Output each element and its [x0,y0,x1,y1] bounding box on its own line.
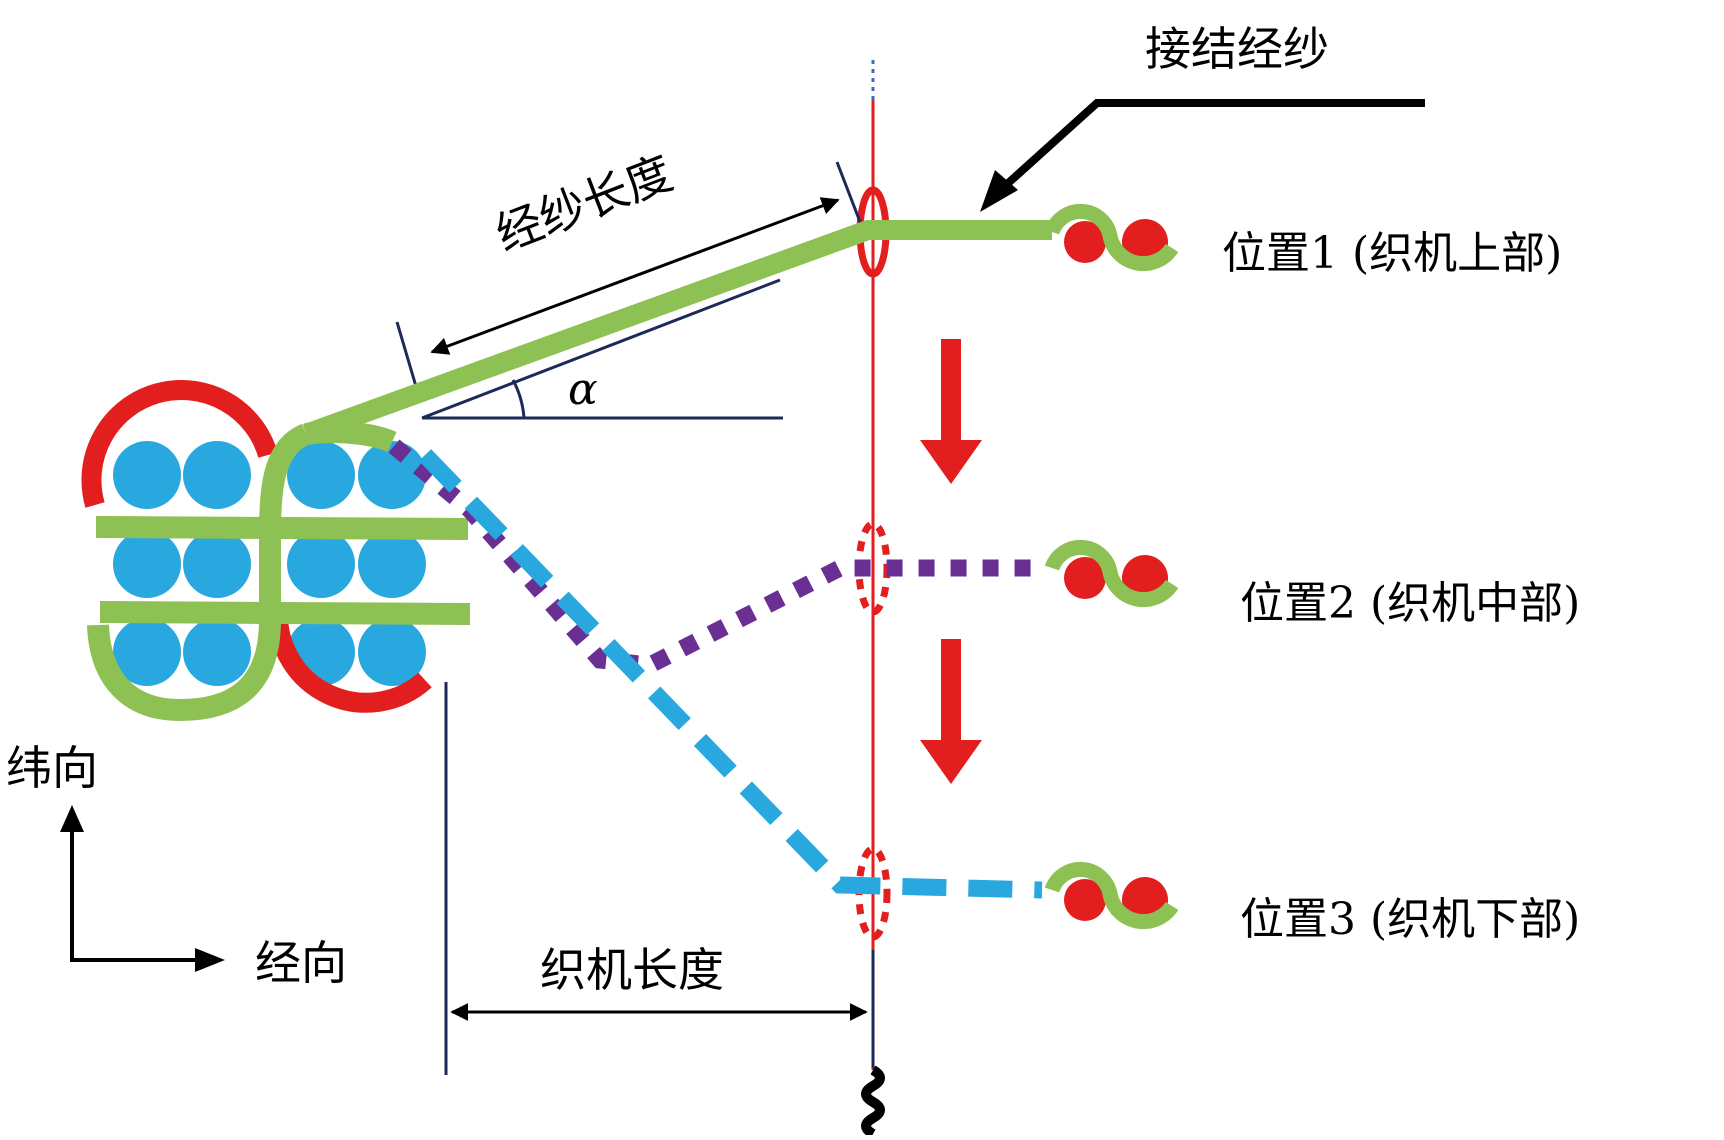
down-arrow-icon [920,639,982,784]
binder-warp-pointer [992,99,1425,198]
position1-label: 位置1 (织机上部) [1222,228,1563,279]
weft-direction-arrow-icon [60,805,84,832]
warp-position2 [388,439,1042,674]
roller-icon [1064,879,1106,921]
warp-direction-arrow-icon [195,948,225,972]
warp-length-arrow [430,197,840,355]
weft-yarn [287,530,355,598]
weft-yarn [113,441,181,509]
loom-length-label: 织机长度 [540,943,724,997]
weft-yarn [358,441,426,509]
rollers-position1 [1044,203,1179,272]
weft-yarn [358,618,426,686]
red-binding-arc-top [81,379,278,508]
spring-icon [861,1065,885,1139]
binder-warp-label: 接结经纱 [1145,22,1329,76]
roller-icon [1064,557,1106,599]
down-arrow-icon [920,339,982,484]
warp-direction-label: 经向 [255,936,347,990]
red-binding-arc-bottom [267,611,432,713]
position3-label: 位置3 (织机下部) [1240,894,1581,945]
rollers-position2 [1044,539,1179,608]
weft-yarns [113,441,426,686]
rollers-position3 [1044,861,1179,930]
angle-label: α [568,364,598,415]
direction-axes [70,810,200,962]
weft-direction-label: 纬向 [6,741,98,795]
weft-yarn [183,441,251,509]
weft-yarn [183,530,251,598]
warp-position3 [418,449,1043,899]
pointer-arrowhead-icon [980,170,1018,212]
weft-yarn [287,441,355,509]
weft-yarn [183,618,251,686]
position2-label: 位置2 (织机中部) [1240,578,1581,629]
weft-yarn [113,530,181,598]
weft-yarn [358,530,426,598]
warp-position1 [302,220,1052,444]
weft-yarn [113,618,181,686]
roller-icon [1064,221,1106,263]
